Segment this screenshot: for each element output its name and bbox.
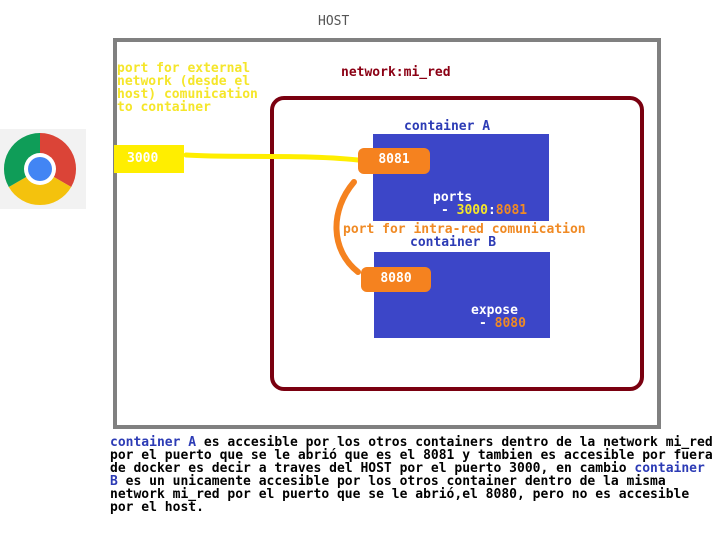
ports-prefix: -	[441, 203, 457, 218]
host-box	[113, 38, 661, 429]
network-box	[270, 96, 644, 391]
ports-host-value: 3000	[456, 203, 488, 218]
network-label: network:mi_red	[341, 65, 451, 80]
external-port-note: port for external network (desde el host…	[117, 61, 258, 115]
chrome-icon	[0, 129, 86, 209]
container-a-port-8081: 8081	[358, 148, 430, 174]
expose-label: expose	[471, 303, 518, 318]
expose-mapping: - 8080	[479, 316, 526, 331]
container-b-port-8080: 8080	[361, 267, 431, 292]
desc-container-b: container B	[110, 461, 705, 489]
description-text: container A es accesible por los otros c…	[110, 436, 716, 514]
desc-part-2: es accesible por los otros containers de…	[110, 435, 713, 476]
expose-port-value: 8080	[494, 316, 526, 331]
host-port-3000: 3000	[114, 145, 184, 173]
ports-separator: :	[487, 203, 496, 218]
ports-label: ports	[433, 190, 473, 205]
host-to-8081-connector	[183, 152, 361, 163]
desc-part-4: es un unicamente accesible por los otros…	[110, 474, 690, 515]
ports-container-value: 8081	[495, 203, 528, 218]
8081-to-8080-connector	[333, 179, 361, 275]
intra-port-note: port for intra-red comunication	[343, 222, 586, 237]
container-a-title: container A	[404, 119, 491, 134]
expose-prefix: -	[479, 316, 495, 331]
desc-container-a: container A	[110, 435, 197, 450]
container-b-title: container B	[410, 235, 497, 250]
host-label: HOST	[318, 14, 350, 29]
container-b-box	[374, 252, 550, 338]
ports-mapping: - 3000:8081	[441, 203, 527, 218]
